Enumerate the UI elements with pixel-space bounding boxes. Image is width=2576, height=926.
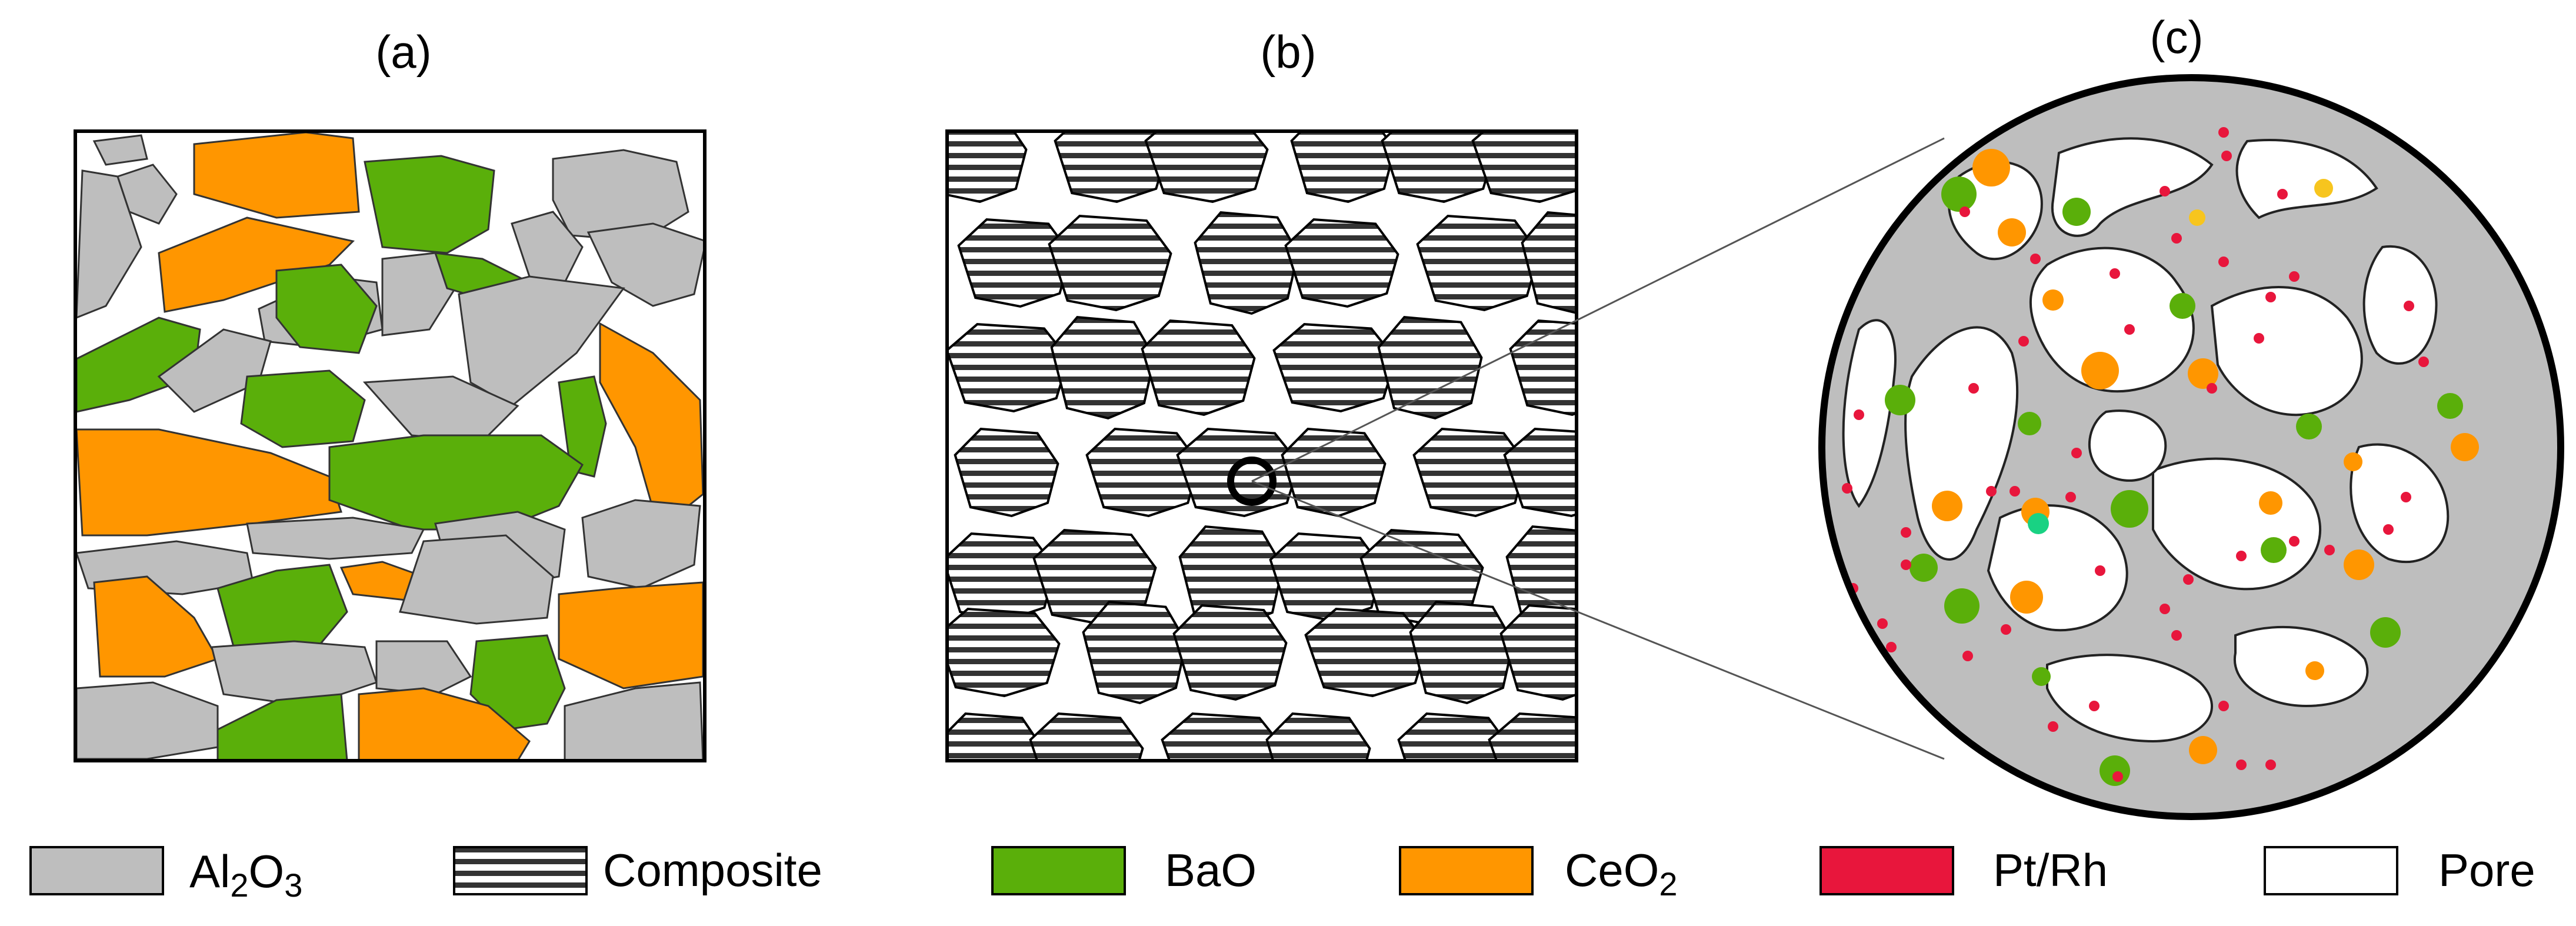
legend-item-al2o3: Al2O3 xyxy=(29,845,302,904)
zoom-line-upper xyxy=(1251,137,1945,482)
zoom-region-marker xyxy=(1227,457,1277,506)
legend-swatch-bao xyxy=(991,846,1126,895)
legend-swatch-ceo2 xyxy=(1399,846,1534,895)
svg-text:Al2O3: Al2O3 xyxy=(189,845,302,904)
panel-label-a: (a) xyxy=(375,26,431,78)
legend-label-ceo2: CeO xyxy=(1565,844,1659,896)
panel-label-c: (c) xyxy=(2150,11,2204,63)
svg-text:CeO2: CeO2 xyxy=(1565,844,1678,902)
legend-swatch-ptrh xyxy=(1819,846,1954,895)
legend-item-pore: Pore xyxy=(2264,844,2535,896)
legend-item-bao: BaO xyxy=(991,844,1257,896)
panel-c-magnified-composite xyxy=(1818,74,2564,820)
legend-label-ptrh: Pt/Rh xyxy=(1993,844,2108,896)
panel-b-composite xyxy=(945,129,1578,762)
legend-item-ceo2: CeO2 xyxy=(1399,844,1678,902)
panel-a-mixed-oxides xyxy=(74,129,707,762)
legend-swatch-composite xyxy=(453,846,588,895)
legend-swatch-pore xyxy=(2264,846,2398,895)
zoom-line-lower xyxy=(1251,480,1945,760)
legend-label-al2o3: Al xyxy=(189,845,230,897)
legend-swatch-al2o3 xyxy=(29,846,164,895)
legend-item-ptrh: Pt/Rh xyxy=(1819,844,2108,896)
legend: Al2O3 Composite BaO CeO2 Pt/Rh Pore xyxy=(29,844,2535,904)
legend-label-composite: Composite xyxy=(603,844,822,896)
legend-label-bao: BaO xyxy=(1165,844,1257,896)
legend-label-pore: Pore xyxy=(2438,844,2535,896)
legend-item-composite: Composite xyxy=(453,844,822,896)
panel-label-b: (b) xyxy=(1260,26,1316,78)
